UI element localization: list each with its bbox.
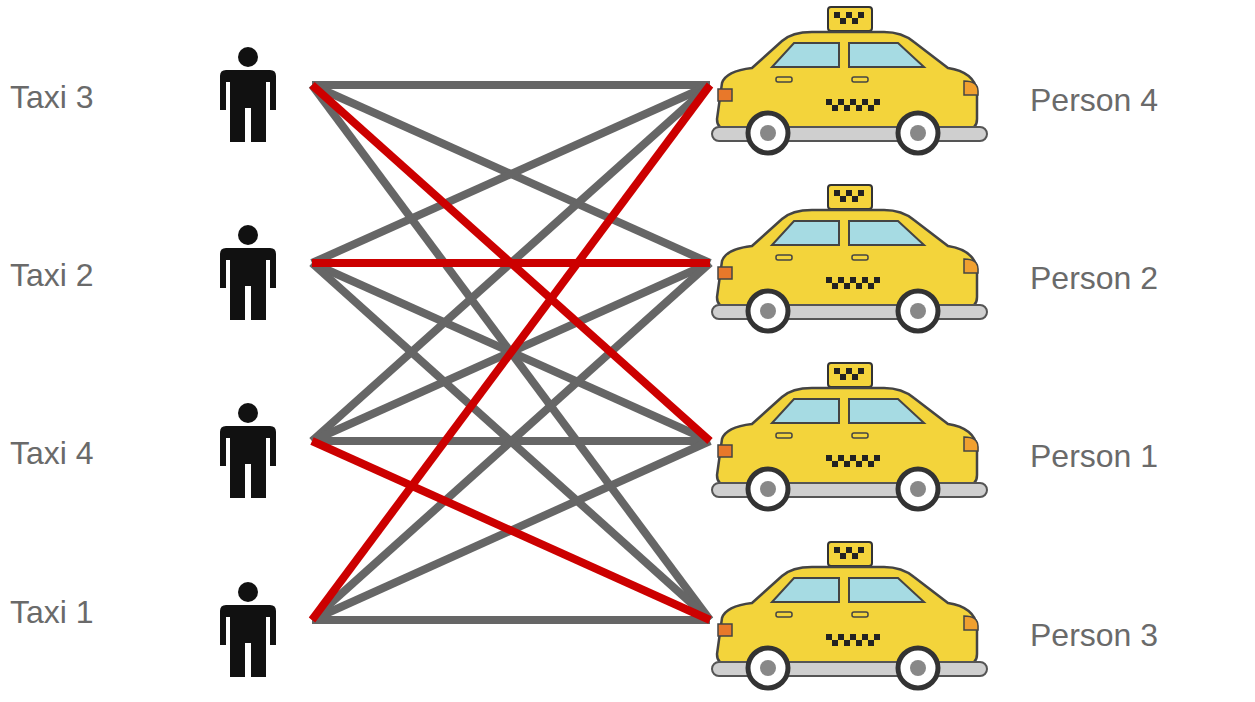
- person-icon: [220, 47, 276, 142]
- option-connector: [312, 616, 710, 624]
- node-label: Person 2: [1030, 258, 1158, 298]
- person-node: Taxi 2: [0, 213, 312, 313]
- option-connector: [312, 441, 710, 620]
- matched-connector: [312, 85, 710, 620]
- node-label: Taxi 3: [10, 77, 94, 117]
- taxi-car: [712, 363, 987, 509]
- option-connector: [312, 85, 710, 441]
- person-icon: [220, 225, 276, 320]
- matched-connector: [312, 85, 710, 441]
- matched-connector: [312, 441, 710, 620]
- option-connector: [312, 85, 710, 620]
- taxi-car: [712, 7, 987, 153]
- person-icon: [220, 403, 276, 498]
- node-label: Taxi 1: [10, 592, 94, 632]
- node-label: Person 4: [1030, 80, 1158, 120]
- person-icon: [220, 582, 276, 677]
- taxi-node: Person 3: [710, 570, 1255, 670]
- option-connector: [312, 85, 710, 263]
- taxi-node: Person 4: [710, 35, 1255, 135]
- taxi-node: Person 2: [710, 213, 1255, 313]
- person-node: Taxi 3: [0, 35, 312, 135]
- taxi-node: Person 1: [710, 391, 1255, 491]
- matched-connector: [312, 259, 710, 267]
- person-node: Taxi 4: [0, 391, 312, 491]
- node-label: Taxi 2: [10, 255, 94, 295]
- person-node: Taxi 1: [0, 570, 312, 670]
- taxi-car: [712, 185, 987, 331]
- option-connector: [312, 85, 710, 263]
- node-label: Person 3: [1030, 615, 1158, 655]
- option-connector: [312, 263, 710, 620]
- node-label: Person 1: [1030, 436, 1158, 476]
- taxi-car: [712, 542, 987, 688]
- option-connector: [312, 81, 710, 89]
- option-connector: [312, 263, 710, 620]
- node-label: Taxi 4: [10, 433, 94, 473]
